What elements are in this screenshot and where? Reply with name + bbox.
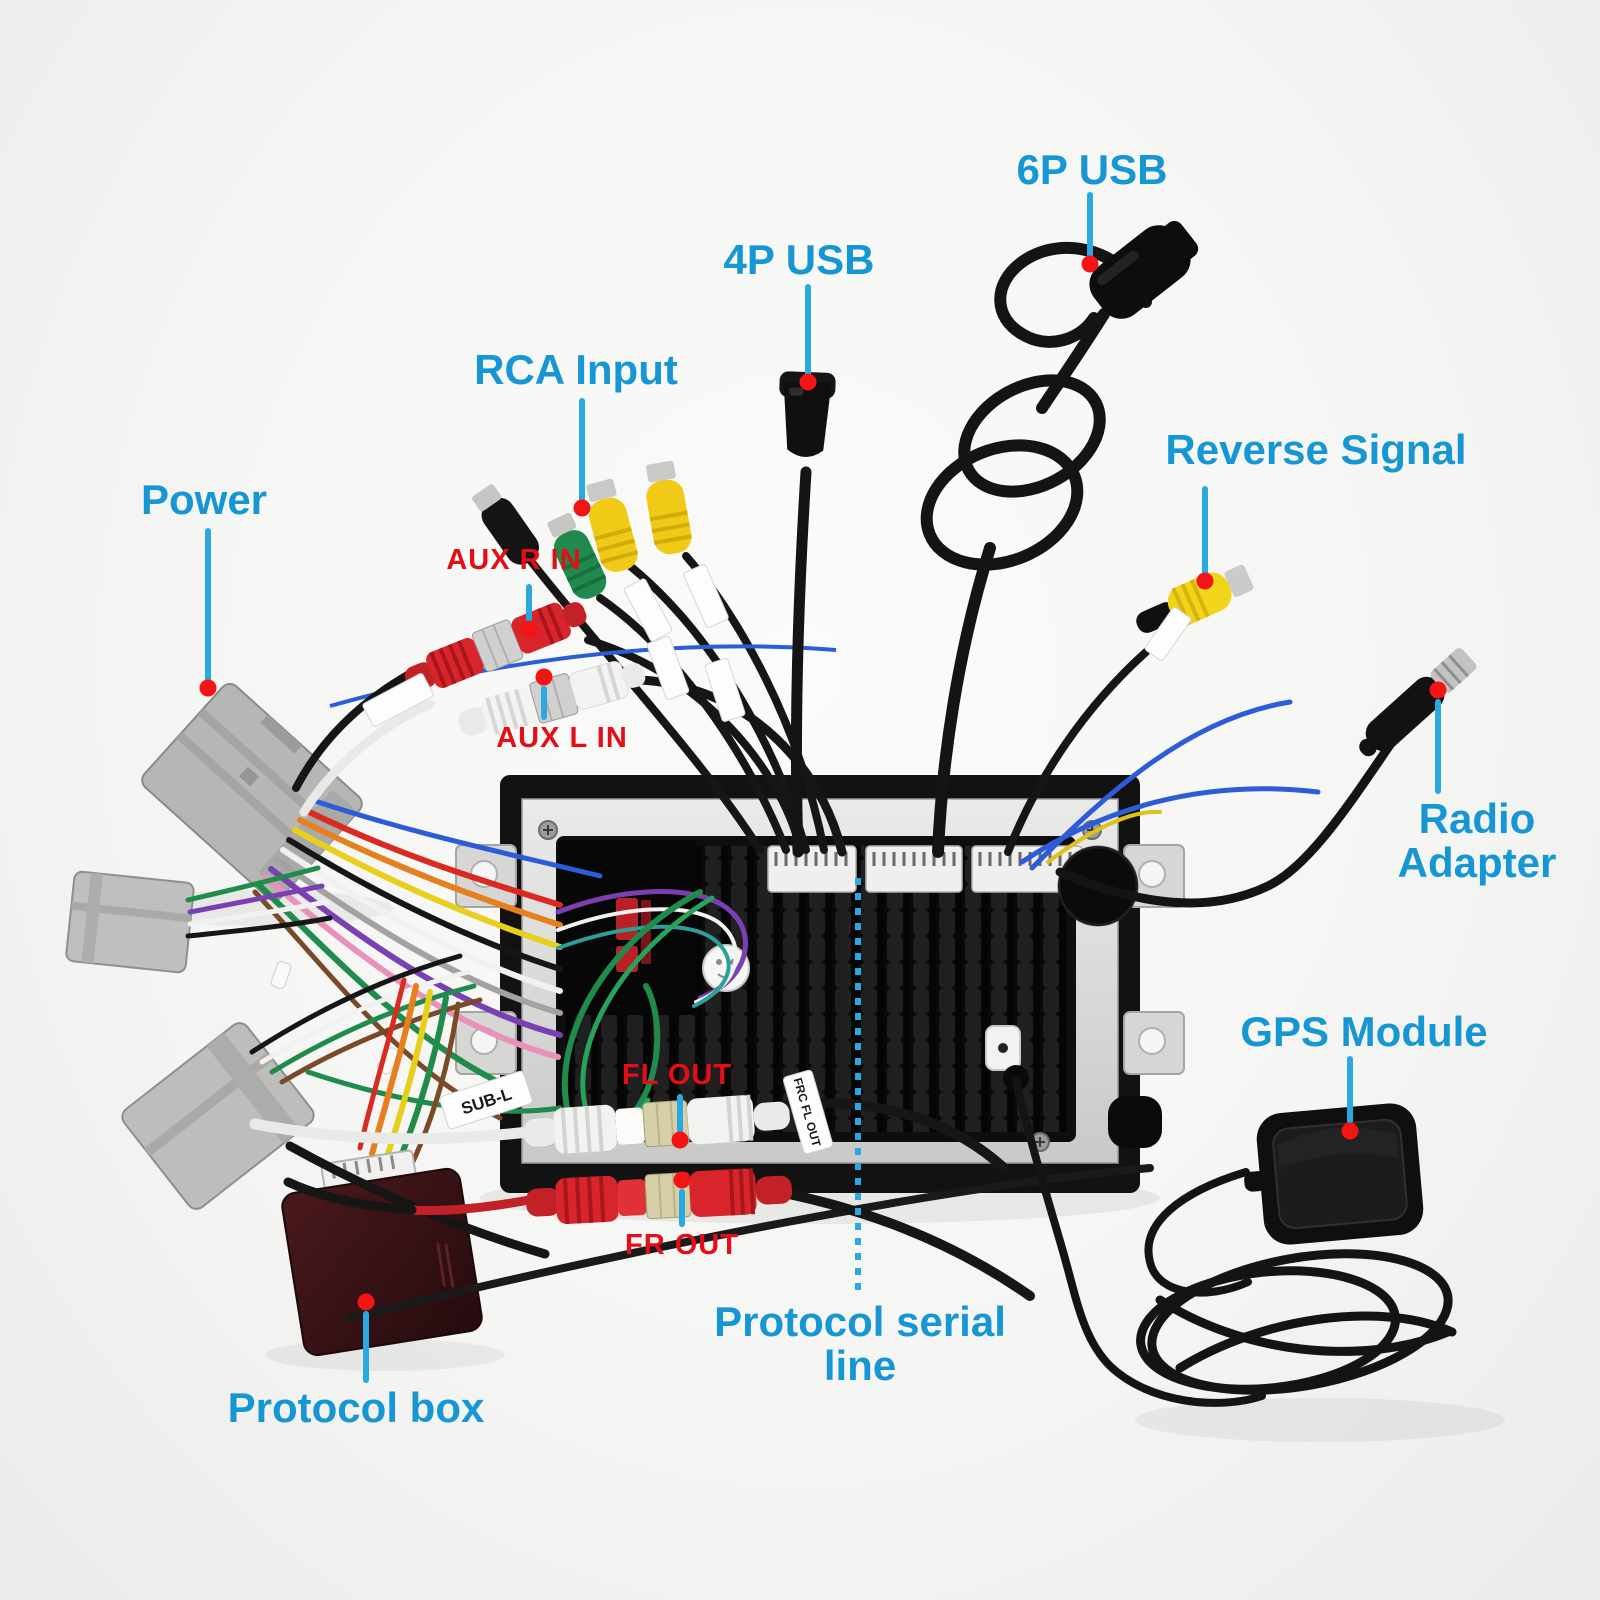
power-leader-line — [205, 528, 211, 686]
rca-input-label: RCA Input — [474, 346, 678, 393]
reverse-signal-target-dot — [1196, 572, 1214, 590]
aux-r-in-label: AUX R IN — [446, 544, 582, 576]
gps-module-label: GPS Module — [1240, 1008, 1488, 1055]
gps-module-leader-line — [1347, 1056, 1353, 1124]
usb-6p-leader-line — [1087, 192, 1093, 258]
radio-adapter-leader-line — [1435, 699, 1441, 794]
usb-4p-target-dot — [799, 373, 817, 391]
protocol-box — [281, 1149, 483, 1357]
aux-l-in-target-dot — [535, 668, 553, 686]
protocol-serial-label-line1: Protocol serial — [714, 1298, 1006, 1345]
fr-out-label: FR OUT — [625, 1229, 739, 1261]
ant-jack-bump — [1108, 1096, 1162, 1148]
protocol-box-target-dot — [357, 1293, 375, 1311]
antenna-boot-highlight — [1057, 845, 1139, 927]
usb-6p-connector — [1089, 220, 1199, 319]
gps-module — [1244, 1103, 1424, 1245]
protocol-box-label: Protocol box — [227, 1384, 485, 1431]
radio-adapter-cable — [1055, 737, 1397, 908]
reverse-signal-connector — [1136, 564, 1254, 633]
radio-adapter-label: Radio Adapter — [1397, 795, 1557, 887]
rca-input-leader-line — [579, 398, 585, 506]
protocol-box-leader-line — [363, 1311, 369, 1383]
rca-input-target-dot — [573, 499, 591, 517]
power-target-dot — [199, 679, 217, 697]
radio-adapter-label-line1: Radio — [1418, 795, 1536, 842]
usb-4p-cable — [790, 466, 812, 858]
reverse-signal-cable — [1004, 648, 1150, 856]
fr-out-leader-line — [679, 1189, 685, 1227]
lower-gray-connector — [121, 1022, 315, 1210]
aux-r-in-target-dot — [520, 620, 538, 638]
fl-out-label: FL OUT — [621, 1059, 733, 1091]
head-unit — [455, 775, 1185, 1193]
power-connector — [141, 683, 363, 901]
usb-6p-target-dot — [1081, 255, 1099, 273]
usb-6p-label: 6P USB — [1016, 146, 1168, 193]
square-sticker-dot — [998, 1043, 1008, 1053]
protocol-serial-label: Protocol serial line — [714, 1298, 1006, 1390]
usb-4p-label: 4P USB — [723, 236, 875, 283]
protocol-serial-leader-line — [855, 878, 861, 1296]
tag-frc-fl-out: FRC FL OUT — [783, 1069, 833, 1155]
right-blue-wires — [1019, 699, 1321, 871]
chassis-overlay-wires — [555, 889, 748, 1008]
aux-r-coupler — [404, 602, 587, 692]
rca-yellow-connector-1 — [586, 478, 639, 572]
power-harness-wires — [252, 797, 603, 1121]
tag-sub-l: SUB-L — [439, 1070, 533, 1130]
fl-out-leader-line — [677, 1094, 683, 1134]
usb-6p-cable — [920, 242, 1152, 858]
small-gray-connector — [65, 870, 195, 974]
radio-adapter-target-dot — [1429, 681, 1447, 699]
aux-l-in-label: AUX L IN — [496, 722, 628, 754]
reverse-signal-leader-line — [1202, 486, 1208, 576]
aux-r-in-leader-line — [526, 584, 532, 624]
aux-cables — [292, 664, 435, 817]
usb-4p-leader-line — [805, 284, 811, 378]
small-connector-pigtails — [185, 865, 333, 939]
aux-l-coupler — [458, 661, 646, 736]
fr-out-target-dot — [673, 1171, 691, 1189]
gps-module-target-dot — [1341, 1122, 1359, 1140]
radio-adapter-connector — [1359, 648, 1477, 757]
rca-green-connector — [547, 512, 607, 599]
protocol-serial-label-line2: line — [823, 1342, 897, 1390]
gps-cables — [1012, 1078, 1457, 1407]
radio-adapter-label-line2: Adapter — [1397, 839, 1557, 887]
rca-black-connector — [472, 484, 539, 565]
power-label: Power — [140, 476, 268, 523]
wire-tags: SUB-L FRC FL OUT — [362, 564, 1192, 1155]
aux-l-in-leader-line — [541, 686, 547, 720]
rca-yellow-connector-2 — [646, 460, 692, 555]
gps-jack — [1003, 1065, 1029, 1091]
reverse-signal-label: Reverse Signal — [1165, 426, 1467, 473]
fl-out-target-dot — [671, 1131, 689, 1149]
